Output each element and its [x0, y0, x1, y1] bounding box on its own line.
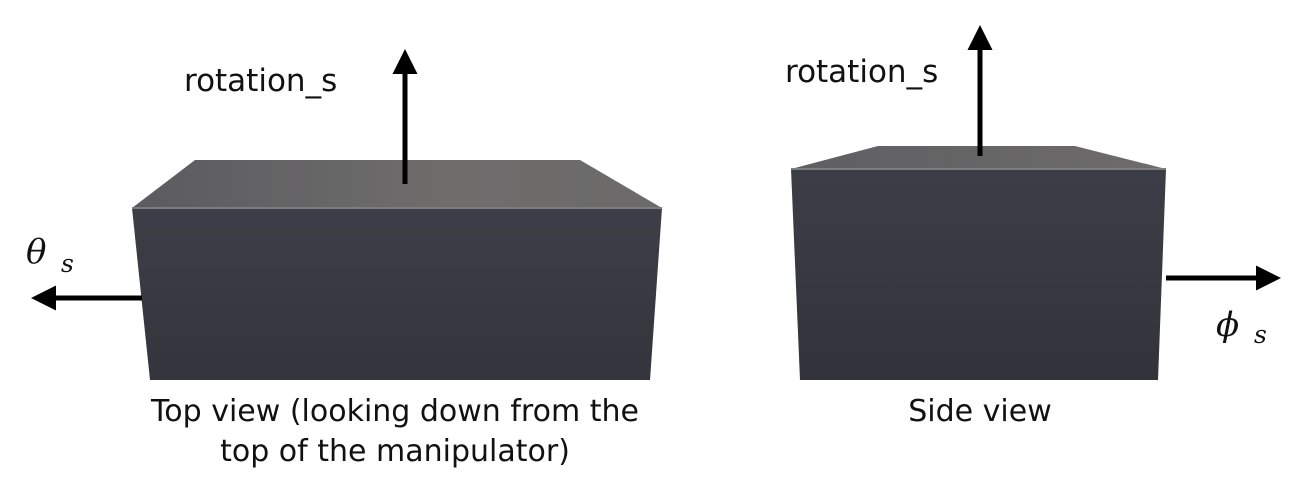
phi-symbol: ϕ: [1216, 305, 1239, 345]
side-view-box: [791, 146, 1166, 380]
side-view-caption: Side view: [908, 394, 1052, 429]
phi-subscript: s: [1254, 320, 1267, 349]
side-view-box-top-face: [791, 146, 1166, 169]
top-view-caption: Top view (looking down from the top of t…: [80, 392, 710, 472]
top-view-caption-line2: top of the manipulator): [220, 434, 570, 469]
side-view-box-front-face: [791, 169, 1166, 380]
top-view-box-front-face: [132, 208, 662, 380]
theta-subscript: s: [61, 249, 74, 278]
theta-symbol: θ: [26, 232, 46, 272]
rotation-label-side-view: rotation_s: [785, 54, 938, 90]
top-view-box-top-face: [132, 160, 662, 208]
top-view-box: [132, 160, 662, 380]
top-view-caption-line1: Top view (looking down from the: [151, 394, 639, 429]
rotation-label-top-view: rotation_s: [184, 63, 337, 99]
